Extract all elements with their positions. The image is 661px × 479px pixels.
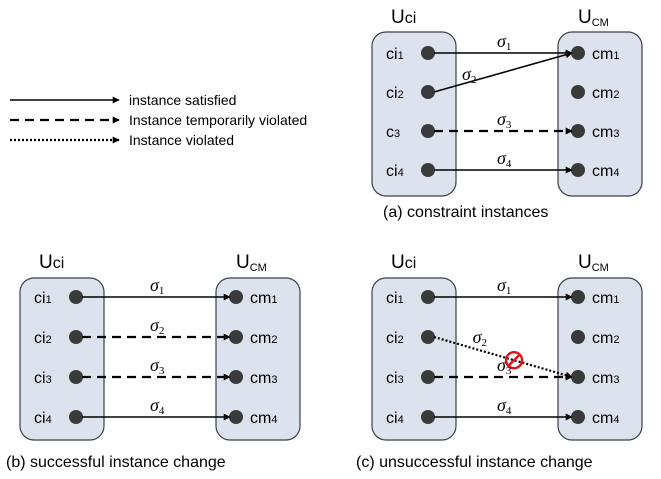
item-label: ci3 — [34, 370, 52, 387]
node-cm — [229, 410, 243, 424]
node-cm — [571, 46, 585, 60]
set-title-cm: UCM — [578, 252, 609, 274]
set-title-cm: UCM — [578, 7, 609, 29]
legend-label: Instance violated — [129, 132, 234, 148]
item-label: cm1 — [592, 290, 619, 307]
set-title-cm: UCM — [236, 252, 267, 274]
set-box-cm — [557, 277, 643, 441]
item-label: c3 — [386, 124, 400, 141]
node-ci — [421, 370, 435, 384]
sigma-label: σ4 — [150, 395, 165, 417]
item-label: ci2 — [386, 85, 404, 102]
item-label: ci1 — [386, 46, 404, 63]
panel-b: Uci UCM ci1 ci2 ci3 ci4 cm1 cm2 cm3 cm4 σ1 σ2 σ3 σ4 (b… — [6, 252, 301, 471]
node-ci — [69, 330, 83, 344]
panel-a: Uci UCM ci1 ci2 c3 ci4 cm1 cm2 cm3 cm4 σ1 σ2 σ3 σ4 (a)… — [371, 7, 643, 221]
item-label: ci1 — [386, 290, 404, 307]
node-cm — [571, 85, 585, 99]
item-label: ci3 — [386, 370, 404, 387]
sigma-label: σ1 — [497, 31, 511, 53]
sigma-label: σ3 — [497, 355, 512, 377]
item-label: cm3 — [250, 370, 277, 387]
legend-item-dashed: Instance temporarily violated — [10, 112, 307, 128]
sigma-label: σ2 — [462, 64, 476, 86]
set-box-cm — [215, 277, 301, 441]
node-cm — [229, 290, 243, 304]
sigma-label: σ2 — [473, 327, 487, 349]
item-label: ci4 — [386, 410, 404, 427]
node-cm — [571, 124, 585, 138]
legend-label: Instance temporarily violated — [129, 112, 307, 128]
set-box-ci — [371, 277, 457, 441]
item-label: ci2 — [34, 330, 52, 347]
panel-caption: (b) successful instance change — [6, 454, 226, 471]
no-entry-icon — [504, 351, 524, 370]
sigma-label: σ1 — [150, 275, 164, 297]
node-cm — [571, 163, 585, 177]
node-ci — [421, 290, 435, 304]
legend-item-solid: instance satisfied — [10, 92, 236, 108]
item-label: cm2 — [250, 330, 277, 347]
node-ci — [69, 410, 83, 424]
node-cm — [229, 330, 243, 344]
set-box-ci — [371, 31, 457, 197]
sigma-label: σ4 — [497, 148, 512, 170]
item-label: cm4 — [592, 163, 619, 180]
item-label: ci2 — [386, 330, 404, 347]
item-label: ci1 — [34, 290, 52, 307]
item-label: ci4 — [386, 163, 404, 180]
panel-caption: (c) unsuccessful instance change — [356, 454, 593, 471]
node-ci — [421, 163, 435, 177]
item-label: cm4 — [250, 410, 277, 427]
node-ci — [421, 124, 435, 138]
node-cm — [571, 370, 585, 384]
node-cm — [571, 290, 585, 304]
legend-item-dotted: Instance violated — [10, 132, 234, 148]
node-ci — [69, 290, 83, 304]
sigma-label: σ2 — [150, 315, 164, 337]
node-cm — [229, 370, 243, 384]
node-ci — [421, 330, 435, 344]
set-title-ci: Uci — [391, 252, 416, 273]
item-label: cm3 — [592, 124, 619, 141]
sigma-label: σ1 — [497, 275, 511, 297]
item-label: cm1 — [250, 290, 277, 307]
set-title-ci: Uci — [39, 252, 64, 273]
set-box-cm — [557, 31, 643, 197]
item-label: cm2 — [592, 330, 619, 347]
sigma-label: σ3 — [497, 109, 512, 131]
item-label: cm2 — [592, 85, 619, 102]
item-label: cm3 — [592, 370, 619, 387]
node-ci — [421, 46, 435, 60]
node-ci — [69, 370, 83, 384]
sigma-label: σ4 — [497, 395, 512, 417]
node-cm — [571, 330, 585, 344]
node-ci — [421, 410, 435, 424]
item-label: ci4 — [34, 410, 52, 427]
legend-label: instance satisfied — [129, 92, 236, 108]
item-label: cm4 — [592, 410, 619, 427]
node-cm — [571, 410, 585, 424]
sigma-label: σ3 — [150, 355, 165, 377]
panel-caption: (a) constraint instances — [383, 204, 548, 221]
set-box-ci — [19, 277, 105, 441]
set-title-ci: Uci — [391, 7, 416, 28]
node-ci — [421, 85, 435, 99]
item-label: cm1 — [592, 46, 619, 63]
panel-c: Uci UCM ci1 ci2 ci3 ci4 cm1 cm2 cm3 cm4 σ1 σ2 σ3 σ4 (c… — [356, 252, 643, 471]
arrow-solid — [433, 51, 573, 93]
